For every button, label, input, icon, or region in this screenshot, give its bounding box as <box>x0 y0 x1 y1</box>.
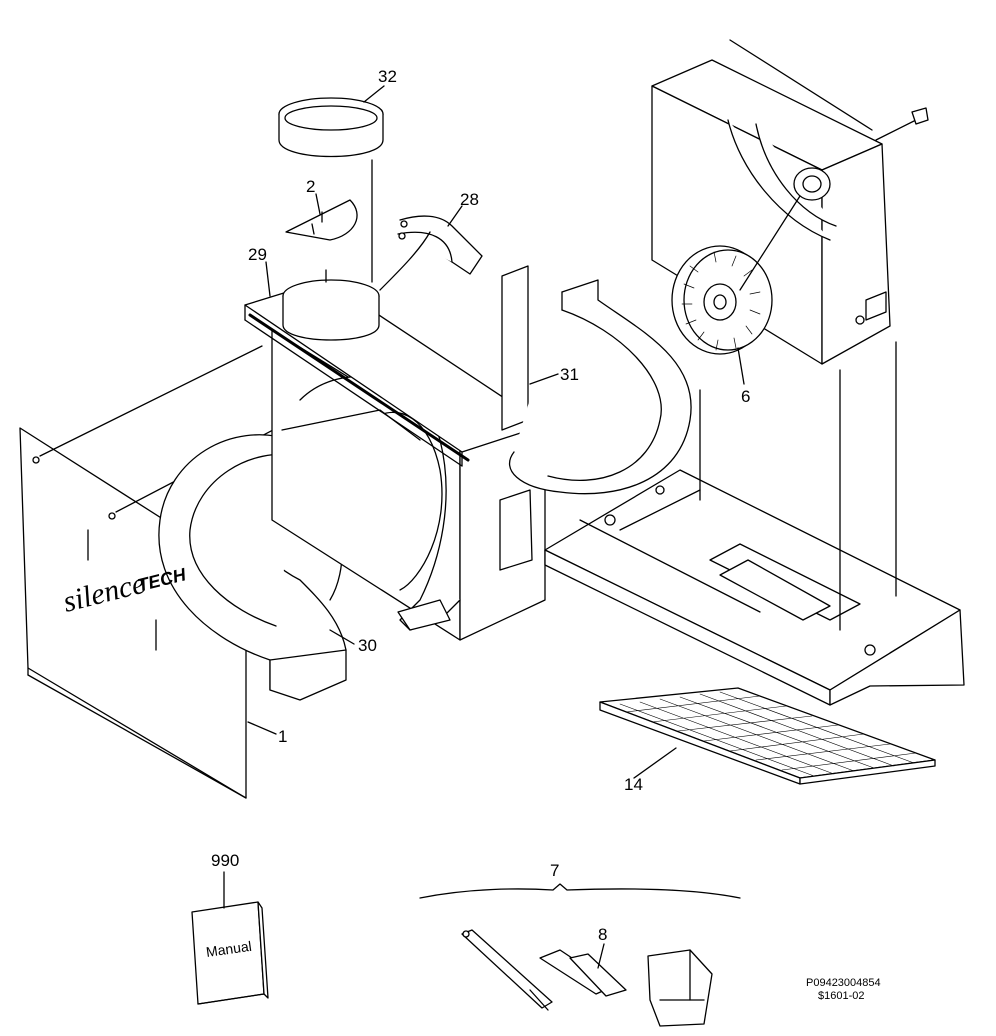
drawing-ref-line2: $1601-02 <box>818 990 865 1002</box>
drawing-reference: P09423004854 $1601-02 <box>806 977 881 1002</box>
callout-990: 990 <box>211 851 239 870</box>
callout-labels: 32 2 28 29 31 6 30 1 14 990 7 8 <box>211 67 750 944</box>
callout-30: 30 <box>358 636 377 655</box>
manual-label: Manual <box>205 938 253 960</box>
base-tray <box>544 341 965 706</box>
callout-32: 32 <box>378 67 397 86</box>
callout-28: 28 <box>460 190 479 209</box>
flex-strip <box>501 265 692 495</box>
wire-harness <box>379 215 483 291</box>
blower-wheel <box>671 195 801 355</box>
damper-flap <box>285 199 358 241</box>
motor-housing <box>651 39 929 365</box>
callout-14: 14 <box>624 775 643 794</box>
scroll-housing <box>158 434 347 701</box>
callout-8: 8 <box>598 925 607 944</box>
outlet-ring <box>278 97 384 283</box>
manual-book <box>191 871 269 1005</box>
callout-1: 1 <box>278 727 287 746</box>
blower-housing <box>271 329 546 641</box>
drawing-ref-line1: P09423004854 <box>806 977 881 989</box>
kit-bracket <box>419 883 741 1027</box>
callout-2: 2 <box>306 177 315 196</box>
callout-7: 7 <box>550 861 559 880</box>
callout-6: 6 <box>741 387 750 406</box>
leader-lines <box>247 85 745 779</box>
callout-29: 29 <box>248 245 267 264</box>
top-collar <box>282 269 380 341</box>
callout-31: 31 <box>560 365 579 384</box>
filter-grille <box>599 687 936 785</box>
